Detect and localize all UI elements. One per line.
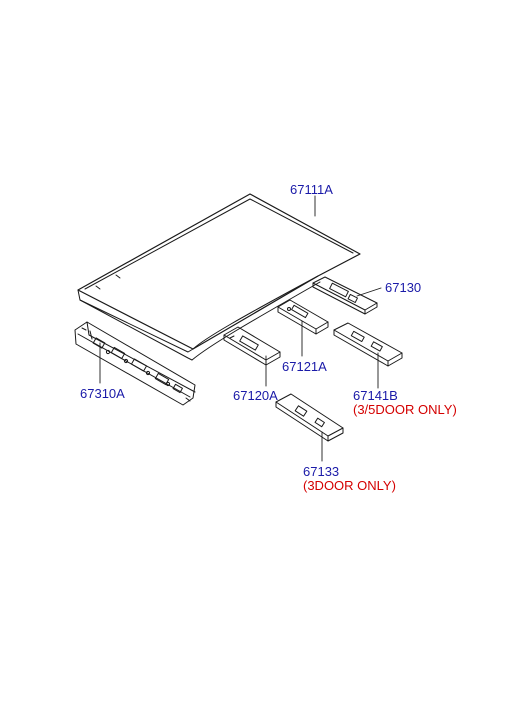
front-header	[74, 321, 196, 406]
part-label-67310A: 67310A	[80, 386, 125, 401]
rail-67121A	[277, 299, 329, 335]
roof-panel	[77, 193, 361, 361]
part-label-67133: 67133	[303, 464, 340, 479]
part-label-67120A: 67120A	[233, 388, 278, 403]
part-note-67133: (3DOOR ONLY)	[303, 478, 396, 493]
rail-67130	[312, 276, 378, 315]
part-label-67130: 67130	[385, 280, 422, 295]
part-label-67111A: 67111A	[290, 182, 333, 197]
part-note-67141B: (3/5DOOR ONLY)	[353, 402, 457, 417]
part-label-67121A: 67121A	[282, 359, 327, 374]
rail-67133	[275, 393, 344, 442]
rail-67141B	[333, 322, 403, 367]
part-label-67141B: 67141B	[353, 388, 398, 403]
leader-lines	[99, 195, 382, 462]
